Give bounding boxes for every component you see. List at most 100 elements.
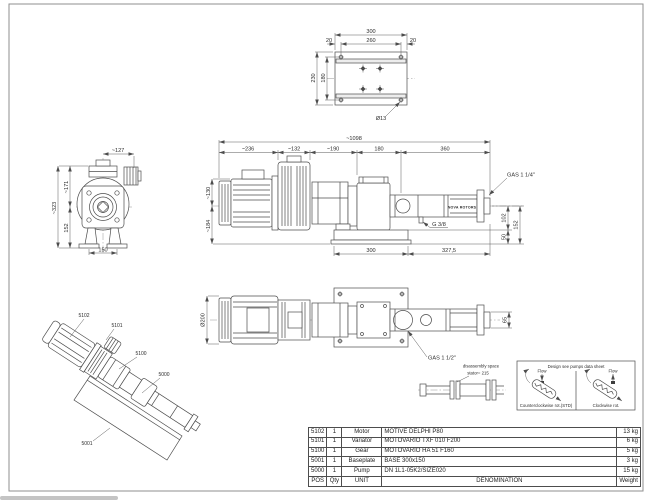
baseplate-studs <box>359 64 384 93</box>
dim-label: 20 <box>410 38 416 44</box>
header-weight: Weight <box>616 475 641 487</box>
rotation-caption-right: Clockwise rot. <box>593 403 620 408</box>
rotation-detail-box: Design see pumps data sheet Flow Counter… <box>516 360 636 411</box>
pump-plan-view: Ø200 65 GAS 1 1/2" <box>201 287 512 362</box>
cell-qty: 1 <box>326 466 343 477</box>
discharge-stub <box>483 197 491 215</box>
cell-denomination: DN 1L1-05K2/SIZE020 <box>381 466 618 477</box>
rotation-caption-left: Counterclockwise rot.(STD) <box>520 403 573 408</box>
stator-detail: disassembly space stator= 215 <box>418 364 506 401</box>
dim-label: ~130 <box>206 187 212 200</box>
dim-label: 20 <box>326 38 332 44</box>
callout-gear: 5100 <box>135 351 146 357</box>
baseplate-top-view: 300 20 260 20 230 180 Ø13 <box>311 29 416 122</box>
table-header-row: POS Qty UNIT DENOMINATION Weight <box>307 475 641 487</box>
discharge-flange <box>476 189 485 223</box>
foot-left <box>84 227 98 245</box>
dim-label: 300 <box>366 248 375 254</box>
cell-weight: 5 kg <box>616 446 641 458</box>
baseplate-plan-holes <box>337 291 405 344</box>
shaft-hub <box>97 201 109 213</box>
cell-denomination: BASE 300x150 <box>381 456 618 468</box>
flow-label-left: Flow <box>537 369 547 374</box>
gas-port-label-2: GAS 1 1/2" <box>428 356 456 362</box>
motor-terminal-box <box>241 169 265 180</box>
outlet-port-large <box>393 310 413 330</box>
cell-weight: 3 kg <box>616 456 641 468</box>
cell-qty: 1 <box>326 427 343 438</box>
dim-label: 300 <box>366 29 375 35</box>
brand-label: NOVA ROTORS <box>448 206 477 210</box>
cell-denomination: MOTOVARIO TXF 010 F200 <box>381 436 618 448</box>
cell-weight: 15 kg <box>616 466 641 477</box>
cell-weight: 6 kg <box>616 436 641 448</box>
gas-port-label: GAS 1 1/4" <box>507 173 535 179</box>
cell-unit: Gear <box>341 446 383 458</box>
callout-pump: 5000 <box>158 372 169 378</box>
callout-variator: 5101 <box>111 323 122 329</box>
flow-label-right: Flow <box>608 369 618 374</box>
stator-tube <box>459 383 487 397</box>
parts-table: 5102 1 Motor MOTIVE DELPHI P80 13 kg 510… <box>307 427 641 487</box>
motor-body <box>230 178 273 228</box>
cell-qty: 1 <box>326 436 343 448</box>
dim-label: ~184 <box>206 220 212 233</box>
dim-label: 65 <box>503 317 509 323</box>
drain-label: G 3/8 <box>432 222 446 228</box>
table-row: 5102 1 Motor MOTIVE DELPHI P80 13 kg <box>307 427 641 438</box>
screen-edge-artifact <box>0 496 118 500</box>
dim-label: 180 <box>374 147 383 153</box>
outlet-port-small <box>420 314 432 326</box>
cell-pos: 5100 <box>307 446 328 458</box>
tube-plan <box>389 308 478 332</box>
cell-unit: Pump <box>341 466 383 477</box>
header-pos: POS <box>307 475 328 487</box>
callout-motor: 5102 <box>78 313 89 319</box>
dim-label: ~132 <box>288 147 301 153</box>
pump-inlet-casing <box>356 182 391 231</box>
cell-pos: 5101 <box>307 436 328 448</box>
dim-label: Ø200 <box>201 313 207 327</box>
header-unit: UNIT <box>341 475 383 487</box>
cell-denomination: MOTIVE DELPHI P80 <box>381 427 618 438</box>
drain-stub <box>418 216 424 224</box>
table-row: 5101 1 Variator MOTOVARIO TXF 010 F200 6… <box>307 436 641 448</box>
hole-callout-label: Ø13 <box>376 116 387 122</box>
dim-label: 152 <box>514 220 520 229</box>
cell-qty: 1 <box>326 446 343 458</box>
table-row: 5001 1 Baseplate BASE 300x150 3 kg <box>307 456 641 468</box>
baseplate-side <box>333 229 409 241</box>
dim-label: 360 <box>440 147 449 153</box>
rotation-header: Design see pumps data sheet <box>548 364 606 369</box>
dim-label: 180 <box>321 73 327 82</box>
stator-note-line2: stator= 215 <box>467 371 489 376</box>
cell-unit: Baseplate <box>341 456 383 468</box>
inlet-port-circle <box>395 198 411 214</box>
cell-pos: 5102 <box>307 427 328 438</box>
dim-label: 50 <box>502 234 508 240</box>
dim-label: 230 <box>311 73 317 82</box>
cell-denomination: MOTOVARIO HA 51 F160 <box>381 446 618 458</box>
table-row: 5000 1 Pump DN 1L1-05K2/SIZE020 15 kg <box>307 466 641 477</box>
dim-label: 102 <box>502 213 508 222</box>
dim-label: ~236 <box>242 147 255 153</box>
dim-label: 150 <box>98 248 107 254</box>
foot-right <box>108 227 122 245</box>
handwheel-iso <box>104 336 122 354</box>
dim-label: ~127 <box>112 148 125 154</box>
gear-pedestal <box>335 223 351 231</box>
cell-unit: Variator <box>341 436 383 448</box>
stator-note-line1: disassembly space <box>463 364 500 369</box>
dim-label: ~190 <box>327 147 340 153</box>
dim-label: ~171 <box>64 181 70 194</box>
cell-pos: 5000 <box>307 466 328 477</box>
dim-label: 327,5 <box>442 248 456 254</box>
cell-qty: 1 <box>326 456 343 468</box>
sheet-border <box>8 3 644 492</box>
dim-label: ~1098 <box>346 136 362 142</box>
header-denomination: DENOMINATION <box>381 475 618 487</box>
table-row: 5100 1 Gear MOTOVARIO HA 51 F160 5 kg <box>307 446 641 458</box>
tube-iso <box>146 390 194 428</box>
